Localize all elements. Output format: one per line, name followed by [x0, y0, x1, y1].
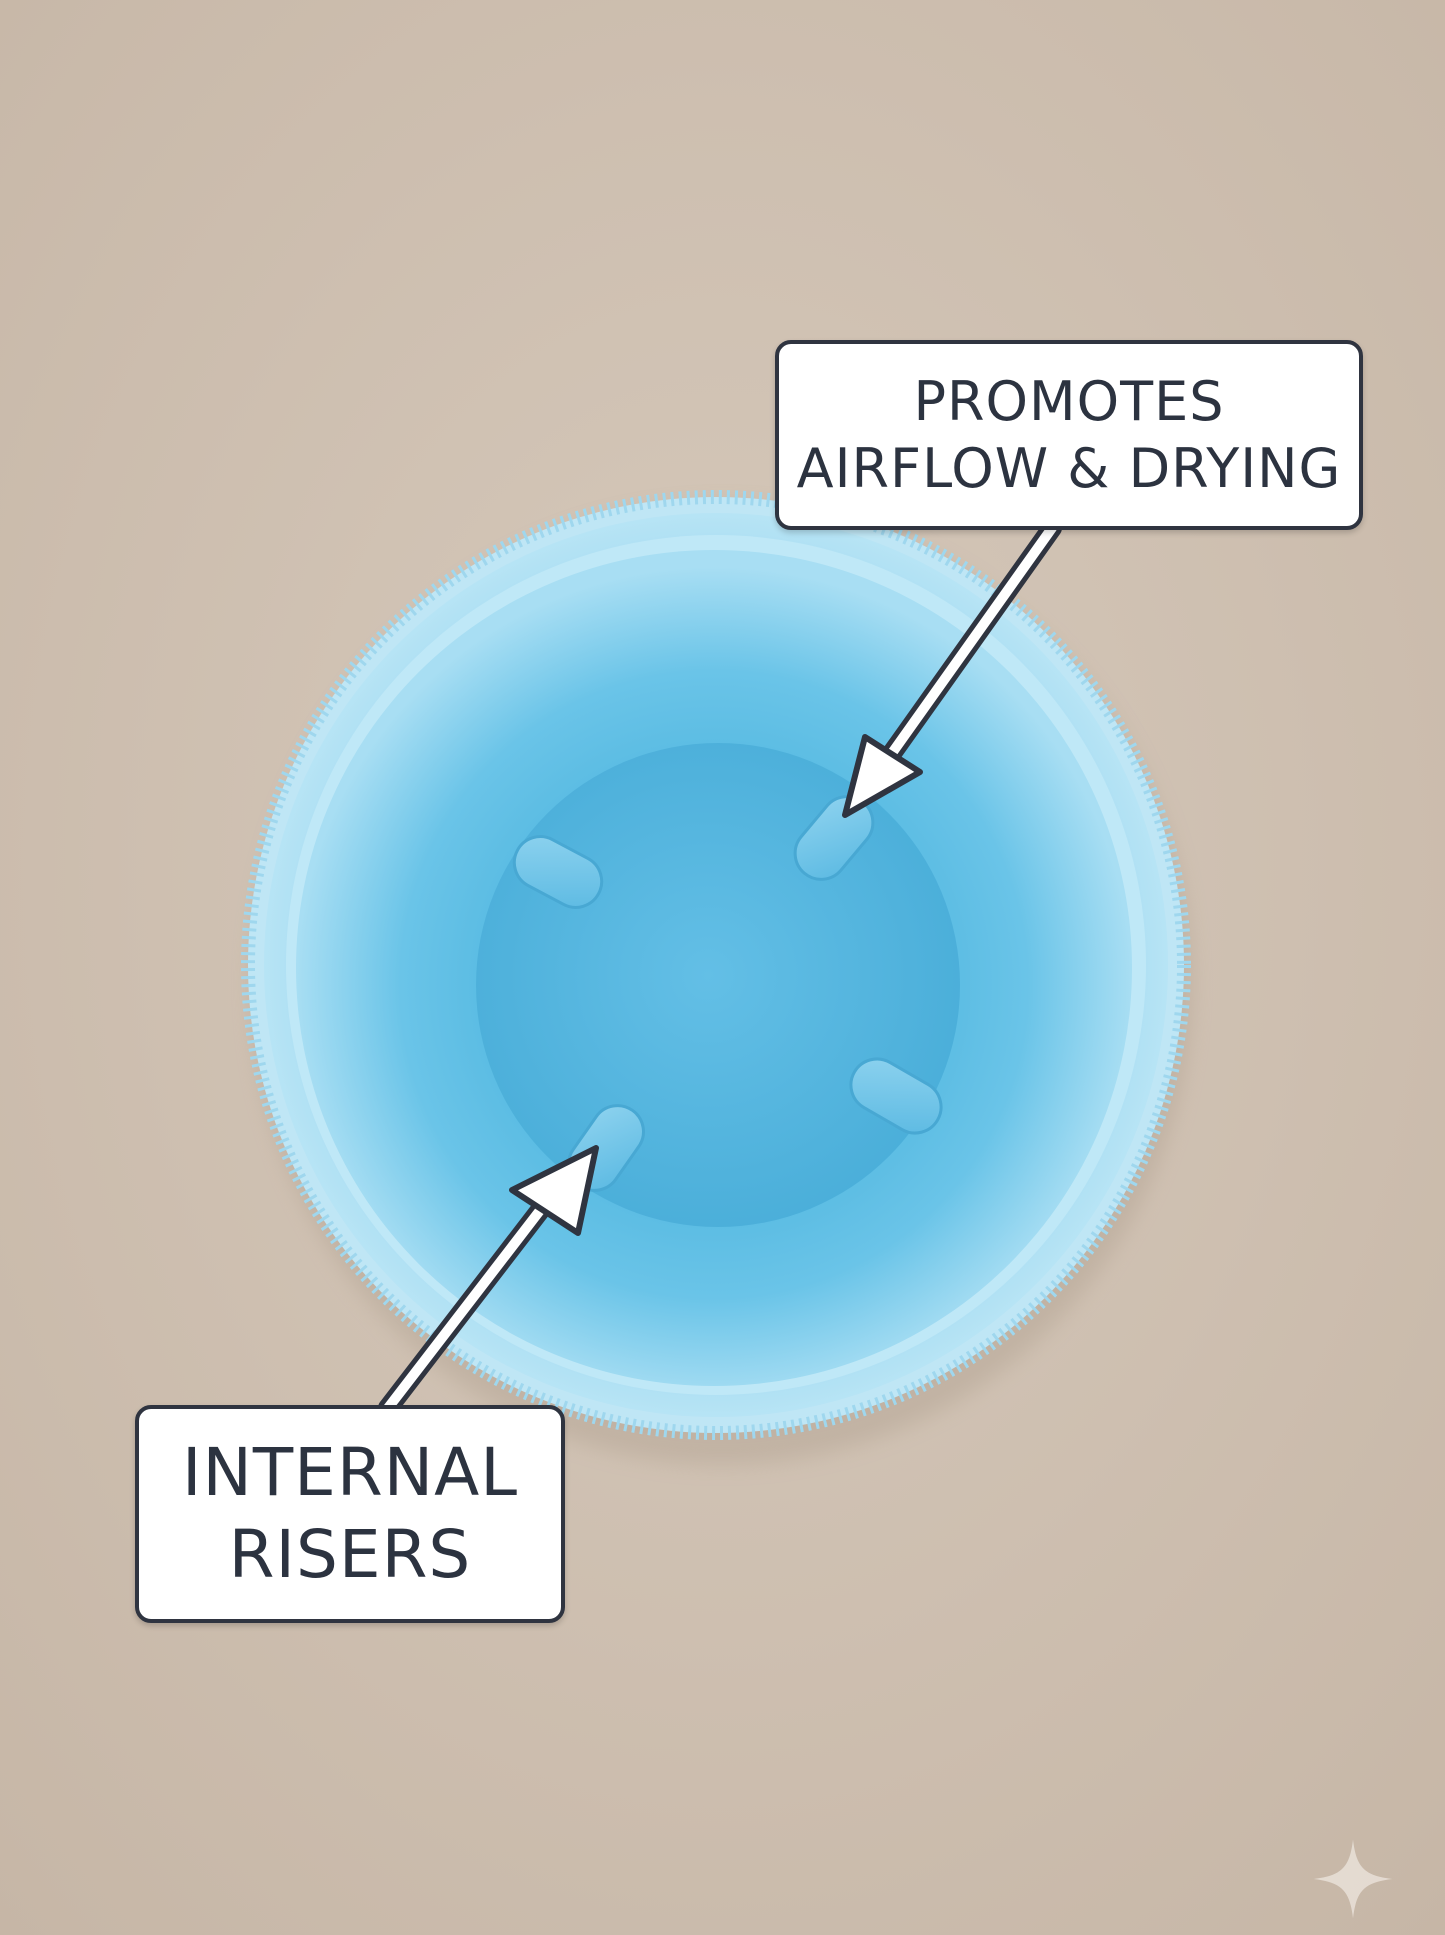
callout-airflow-line2: AIRFLOW & DRYING	[796, 437, 1342, 500]
arrow-bottom	[378, 1145, 599, 1418]
callout-risers: INTERNAL RISERS	[135, 1405, 565, 1623]
callout-airflow-line1: PROMOTES	[913, 369, 1225, 433]
riser-bottom-right	[849, 1057, 943, 1135]
callout-airflow: PROMOTES AIRFLOW & DRYING	[775, 340, 1363, 530]
riser-top-left	[512, 835, 604, 909]
sparkle-icon	[1313, 1839, 1393, 1919]
arrow-top	[842, 518, 1062, 818]
callout-risers-line1: INTERNAL	[181, 1433, 518, 1511]
cup-floor	[476, 743, 960, 1227]
callout-risers-line2: RISERS	[228, 1516, 472, 1593]
